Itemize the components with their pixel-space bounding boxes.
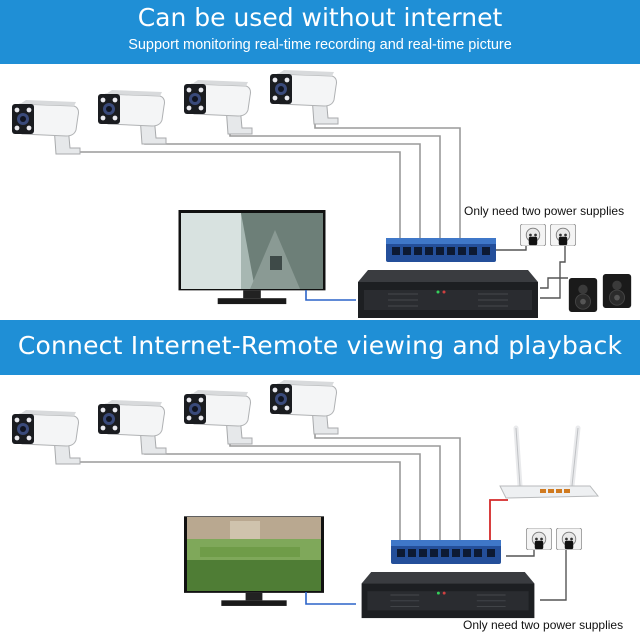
power-note-top: Only need two power supplies <box>464 204 625 218</box>
camera-icon <box>183 79 253 135</box>
speaker-icon <box>568 278 598 312</box>
speaker-icon <box>602 274 632 308</box>
internet-cable <box>489 499 508 548</box>
monitor-icon <box>178 210 326 305</box>
nvr-icon <box>361 572 535 619</box>
poe-switch-icon <box>391 540 501 564</box>
power-socket-icon <box>526 528 552 550</box>
poe-switch-icon <box>386 238 496 262</box>
banner-online: Connect Internet-Remote viewing and play… <box>0 320 640 375</box>
router-icon <box>499 425 600 499</box>
camera-icon <box>11 409 81 465</box>
camera-icon <box>97 89 167 145</box>
banner-offline: Can be used without internet Support mon… <box>0 0 640 64</box>
offline-title: Can be used without internet <box>137 3 503 32</box>
nvr-icon <box>357 270 539 319</box>
video-cable <box>305 592 356 605</box>
offline-subtitle: Support monitoring real-time recording a… <box>128 37 512 53</box>
power-socket-icon <box>520 224 546 246</box>
monitor-icon <box>184 516 324 606</box>
camera-icon <box>269 69 339 125</box>
online-setup <box>11 379 600 619</box>
power-note-bottom: Only need two power supplies <box>463 618 624 632</box>
video-cable <box>305 290 356 301</box>
power-socket-icon <box>556 528 582 550</box>
camera-icon <box>11 99 81 155</box>
power-cables-bottom <box>506 548 567 601</box>
offline-setup <box>11 69 632 319</box>
camera-icon <box>269 379 339 435</box>
camera-icon <box>183 389 253 445</box>
camera-icon <box>97 399 167 455</box>
online-title: Connect Internet-Remote viewing and play… <box>17 331 623 360</box>
power-socket-icon <box>550 224 576 246</box>
